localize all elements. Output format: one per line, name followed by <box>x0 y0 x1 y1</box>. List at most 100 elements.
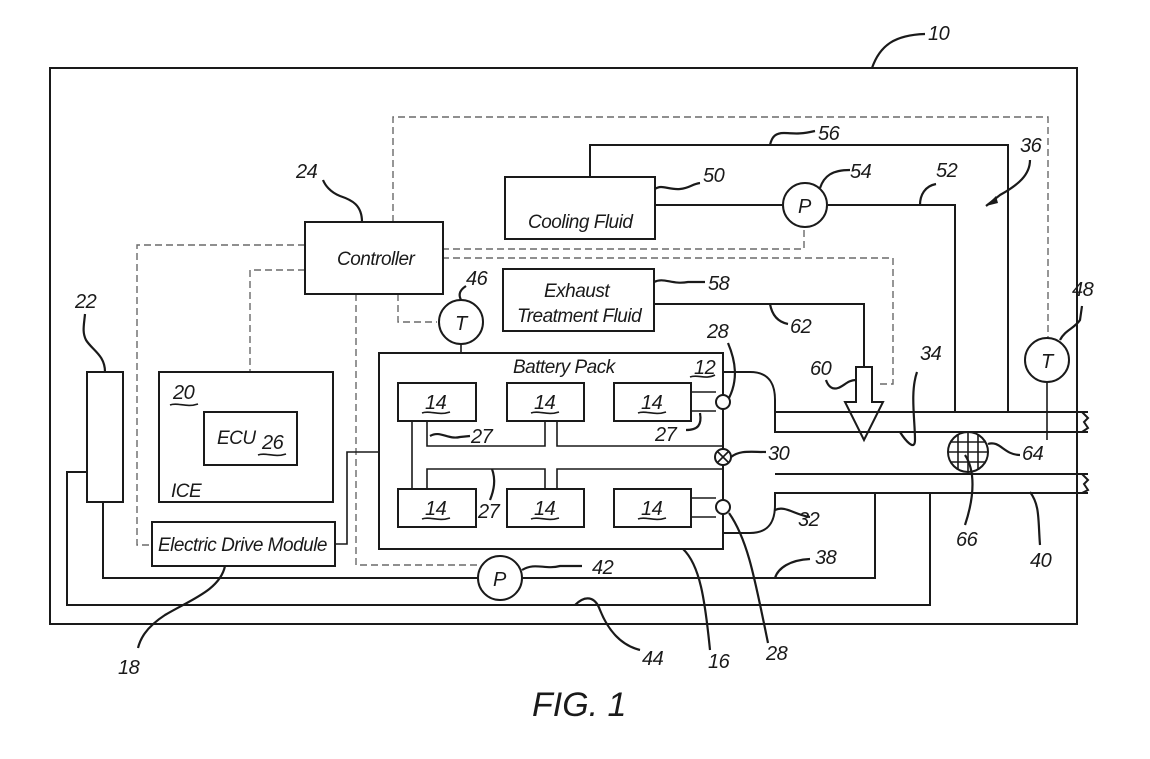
ref-27b: 27 <box>477 501 501 523</box>
figure-caption: FIG. 1 <box>532 686 626 724</box>
ref-24: 24 <box>295 161 318 183</box>
leader-46 <box>458 285 467 301</box>
ecu-box <box>203 411 298 466</box>
underline-12 <box>689 374 716 378</box>
ref-44: 44 <box>642 648 664 670</box>
cell-14-6 <box>613 488 692 528</box>
injector-60 <box>843 366 885 443</box>
pump-54 <box>782 182 828 228</box>
ref-32: 32 <box>798 509 820 531</box>
vehicle-boundary <box>49 67 1078 625</box>
coolant-line-44 <box>66 471 931 606</box>
cell-label-3: 14 <box>641 392 663 414</box>
valve-28-bottom <box>715 499 731 515</box>
leader-50 <box>654 181 701 191</box>
coolant-supply-line-52 <box>828 204 956 412</box>
electric-drive-module-label: Electric Drive Module <box>158 535 327 556</box>
ref-48: 48 <box>1072 279 1094 301</box>
leader-54 <box>818 168 851 189</box>
battery-pack-label: Battery Pack <box>513 357 617 378</box>
ref-64: 64 <box>1022 443 1044 465</box>
coolant-line-38-left <box>102 502 478 579</box>
cell-label-2: 14 <box>534 392 556 414</box>
leader-28-bottom <box>728 512 770 644</box>
ref-26: 26 <box>261 432 285 454</box>
coolant-manifold-34 <box>723 371 1088 433</box>
cell-label-1: 14 <box>425 392 447 414</box>
leader-10 <box>870 32 926 69</box>
electric-drive-module-box <box>151 521 336 567</box>
leader-16 <box>682 548 712 651</box>
ref-66: 66 <box>956 529 979 551</box>
edm-battery-link <box>335 451 379 545</box>
cell-label-6: 14 <box>641 498 663 520</box>
ref-16: 16 <box>708 651 731 673</box>
leader-34 <box>899 371 919 447</box>
cooling-fluid-box <box>504 176 656 240</box>
leader-27c <box>685 412 702 432</box>
pump-42-symbol: P <box>493 569 507 591</box>
valve-28-top <box>715 394 731 410</box>
ref-56: 56 <box>818 123 841 145</box>
ref-36: 36 <box>1020 135 1043 157</box>
leader-48 <box>1059 305 1084 341</box>
leader-44 <box>574 597 641 652</box>
leader-27a <box>429 432 471 439</box>
leader-52 <box>918 182 937 206</box>
ref-12: 12 <box>694 357 716 379</box>
cooling-fluid-label: Cooling Fluid <box>528 212 634 233</box>
cell-label-4: 14 <box>425 498 447 520</box>
leader-64 <box>987 442 1021 457</box>
controller-box <box>304 221 444 295</box>
ref-22: 22 <box>74 291 97 313</box>
leader-30 <box>730 450 767 458</box>
leader-42 <box>521 564 582 571</box>
exhaust-treatment-fluid-box <box>502 268 655 332</box>
valve-30-cross <box>716 450 730 464</box>
leader-24 <box>321 179 364 223</box>
ref-50: 50 <box>703 165 725 187</box>
exhaust-label-line1: Exhaust <box>544 281 610 302</box>
coolant-return-line-56 <box>589 144 1009 412</box>
ref-38: 38 <box>815 547 837 569</box>
fluid-line-62 <box>654 303 865 368</box>
bus-lines-27 <box>411 391 723 518</box>
cell-14-4 <box>397 488 477 528</box>
leader-27b <box>488 468 496 501</box>
exhaust-label-line2: Treatment Fluid <box>517 306 643 327</box>
ref-10: 10 <box>928 23 950 45</box>
pump-54-symbol: P <box>798 196 812 218</box>
leader-22 <box>82 313 107 373</box>
leader-32 <box>774 507 811 519</box>
ref-62: 62 <box>790 316 812 338</box>
control-signal-lines <box>136 116 1049 566</box>
cell-14-5 <box>506 488 585 528</box>
battery-cells <box>397 382 692 528</box>
leader-36 <box>985 159 1032 207</box>
leader-66 <box>963 454 974 526</box>
ref-28-bottom: 28 <box>765 643 788 665</box>
ref-18: 18 <box>118 657 140 679</box>
cell-label-underlines <box>421 411 667 521</box>
arrowhead-36 <box>986 196 998 206</box>
ref-58: 58 <box>708 273 730 295</box>
ref-42: 42 <box>592 557 614 579</box>
cell-label-5: 14 <box>534 498 556 520</box>
leader-18 <box>136 565 227 649</box>
leader-56 <box>768 129 816 146</box>
pipe-break-lower <box>1081 473 1090 494</box>
ref-60: 60 <box>810 358 832 380</box>
ice-label: ICE <box>171 481 202 502</box>
leader-28-top <box>726 342 736 399</box>
leader-60 <box>824 378 857 390</box>
underline-20 <box>169 403 199 407</box>
ref-54: 54 <box>850 161 872 183</box>
pipe-break-upper <box>1081 411 1090 433</box>
leader-38 <box>773 557 811 579</box>
ref-30: 30 <box>768 443 790 465</box>
ecu-label: ECU <box>217 428 256 449</box>
cell-14-3 <box>613 382 692 422</box>
ice-box <box>158 371 334 503</box>
temp-sensor-46-symbol: T <box>455 313 469 335</box>
ref-28-top: 28 <box>706 321 729 343</box>
